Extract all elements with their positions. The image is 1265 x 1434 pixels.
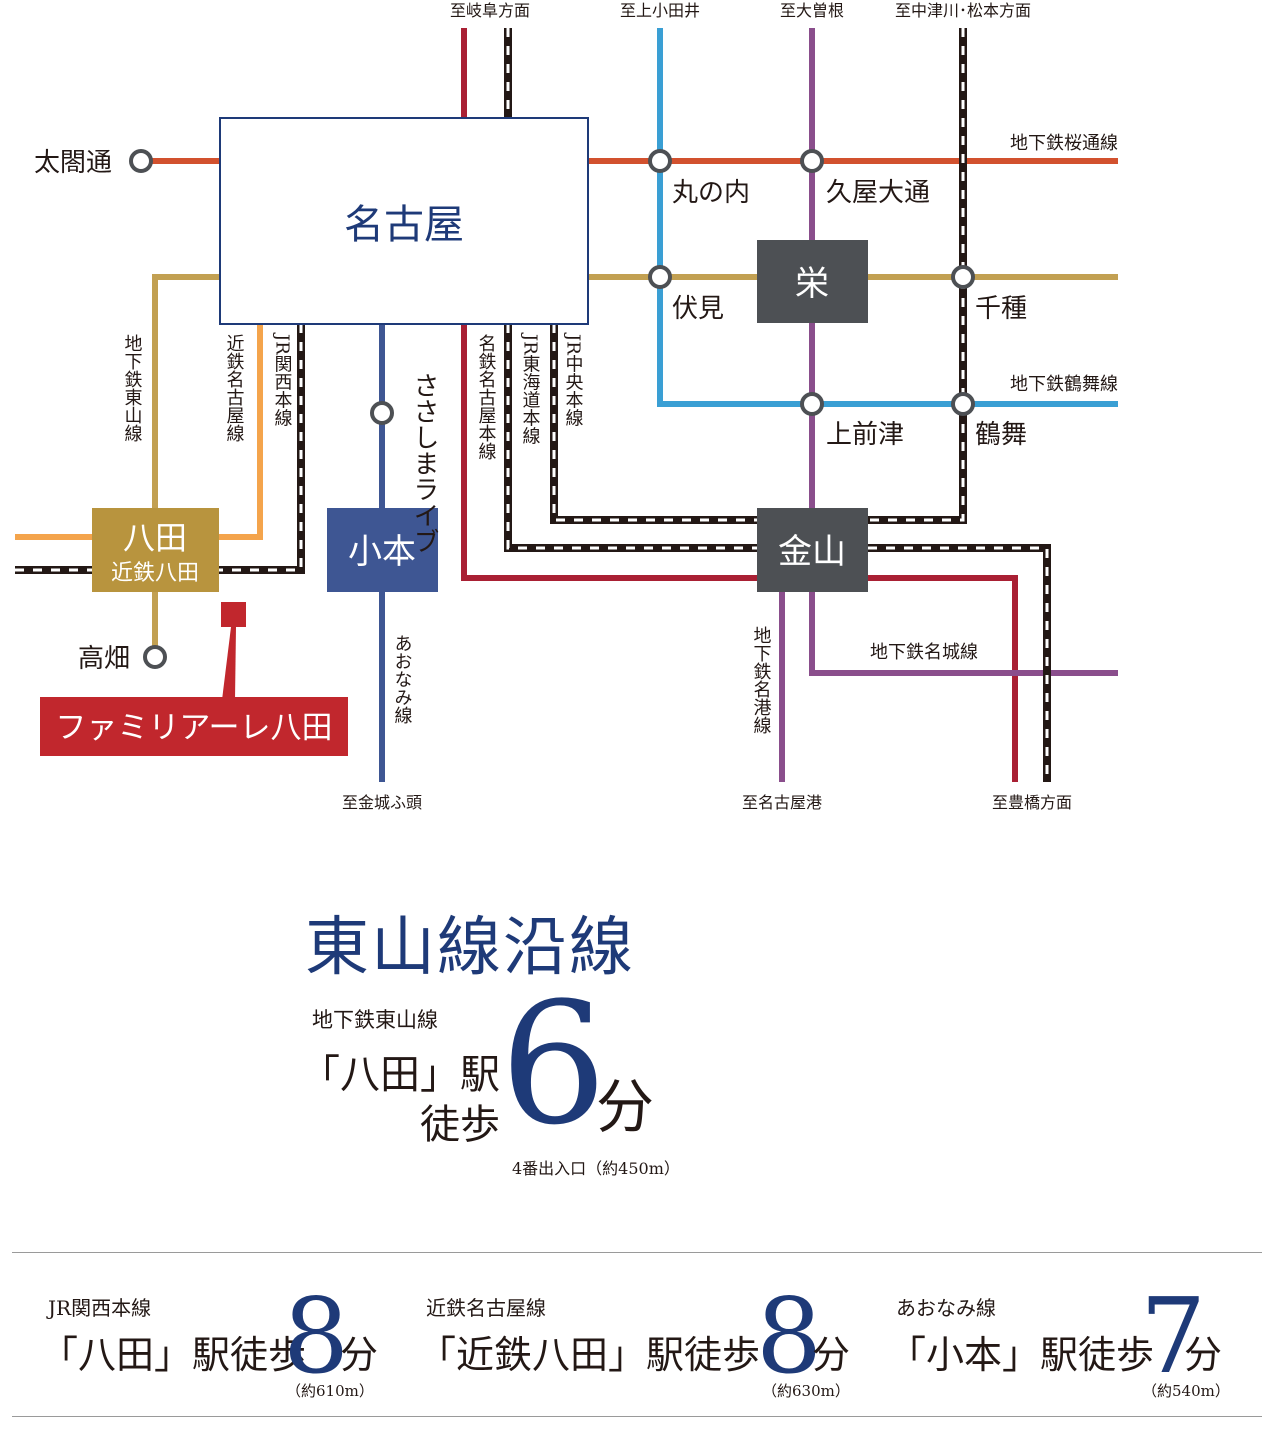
station-marker-marunouchi [648,149,672,173]
yata-station-box [92,508,219,592]
divider-top [12,1252,1262,1253]
access-station: 「八田」駅徒歩 [40,1333,307,1377]
station-marker-sasashima [370,401,394,425]
line-label-meijo: 地下鉄名城線 [870,642,978,663]
property-pointer [222,627,236,700]
line-label-chuo: JR中央本線 [563,332,584,427]
station-takabata: 高畑 [78,644,130,674]
station-komoto: 小本 [348,532,416,572]
line-label-meitetsu: 名鉄名古屋本線 [476,334,497,460]
station-chikusa: 千種 [975,294,1027,324]
station-fushimi: 伏見 [672,294,724,324]
line-label-meiko: 地下鉄名港線 [751,626,772,734]
hero-line-name: 地下鉄東山線 [312,1008,438,1032]
access-note: （約630m） [762,1382,850,1400]
access-note: （約610m） [286,1382,374,1400]
direction-kamiotai: 至上小田井 [620,1,700,20]
access-minutes: 7 [1140,1275,1207,1397]
komoto-station-box [327,508,438,592]
station-kamimaezu: 上前津 [826,420,904,450]
access-line: 近鉄名古屋線 [426,1296,546,1320]
direction-gifu: 至岐阜方面 [450,1,530,20]
hero-note: 4番出入口（約450m） [512,1159,680,1178]
divider-bottom [12,1416,1262,1417]
station-marker-taikodori [129,149,153,173]
access-minutes: 8 [283,1275,350,1397]
direction-nakatsugawa: 至中津川･松本方面 [895,1,1031,20]
station-marker-tsurumai [951,392,975,416]
station-kintetsu-yata: 近鉄八田 [111,561,199,586]
nagoya-station-box [219,117,589,325]
kintetsu-line [15,324,263,540]
station-markers [129,149,975,669]
access-minutes: 8 [756,1275,823,1397]
access-note: （約540m） [1142,1382,1230,1400]
access-minutes-unit: 分 [340,1333,379,1377]
station-marker-fushimi [648,265,672,289]
jr-lines [15,28,1051,782]
station-marunouchi: 丸の内 [672,178,750,208]
access-minutes-unit: 分 [1184,1333,1223,1377]
line-label-aonami: あおなみ線 [392,634,413,724]
line-label-tokaido: JR東海道本線 [520,332,541,445]
higashiyama-line [152,274,1118,648]
line-label-tsurumai: 地下鉄鶴舞線 [1010,374,1118,395]
station-marker-takabata [143,645,167,669]
access-minutes-unit: 分 [812,1333,851,1377]
sakae-station-box [757,240,868,323]
station-hisaya: 久屋大通 [826,178,930,208]
line-label-kintetsu: 近鉄名古屋線 [224,334,245,442]
station-taikodori: 太閤通 [34,148,112,178]
station-marker-chikusa [951,265,975,289]
hero-walk-label: 徒歩 [420,1102,500,1148]
hero-minutes-unit: 分 [596,1073,655,1141]
line-label-kansai: JR関西本線 [272,332,293,427]
property-marker [221,602,246,627]
station-nagoya: 名古屋 [344,202,464,248]
station-sakae: 栄 [795,264,829,304]
property-label-box [40,697,348,756]
direction-nagoyako: 至名古屋港 [742,793,822,812]
station-marker-hisaya [800,149,824,173]
property-name: ファミリアーレ八田 [55,710,332,746]
line-label-higashiyama: 地下鉄東山線 [122,334,143,442]
access-station: 「小本」駅徒歩 [888,1333,1155,1377]
tsurumai-line [657,28,1118,407]
line-label-sakuradori: 地下鉄桜通線 [1010,133,1118,154]
station-tsurumai: 鶴舞 [975,420,1027,450]
hero-station: 「八田」駅 [300,1052,500,1098]
hero-minutes: 6 [500,966,607,1162]
station-yata: 八田 [123,519,187,557]
access-line: JR関西本線 [48,1296,152,1320]
access-item-kansai: JR関西本線 「八田」駅徒歩 8 分 （約610m） [40,1262,390,1412]
access-item-kintetsu: 近鉄名古屋線 「近鉄八田」駅徒歩 8 分 （約630m） [418,1262,858,1412]
access-line: あおなみ線 [896,1296,996,1320]
station-kanayama: 金山 [778,532,846,572]
access-item-aonami: あおなみ線 「小本」駅徒歩 7 分 （約540m） [888,1262,1248,1412]
station-marker-kamimaezu [800,392,824,416]
direction-kinjo: 至金城ふ頭 [342,793,422,812]
direction-ozone: 至大曽根 [780,1,844,20]
kanayama-station-box [757,508,868,592]
direction-toyohashi: 至豊橋方面 [992,793,1072,812]
route-map: 名古屋 栄 金山 小本 八田 近鉄八田 ファミリアーレ八田 太閤通 丸の内 久屋… [15,1,1118,812]
access-station: 「近鉄八田」駅徒歩 [418,1333,761,1377]
hero-title: 東山線沿線 [305,911,635,985]
line-label-sasashima: ささしまライブ [409,372,439,554]
meitetsu-line [461,28,1018,782]
